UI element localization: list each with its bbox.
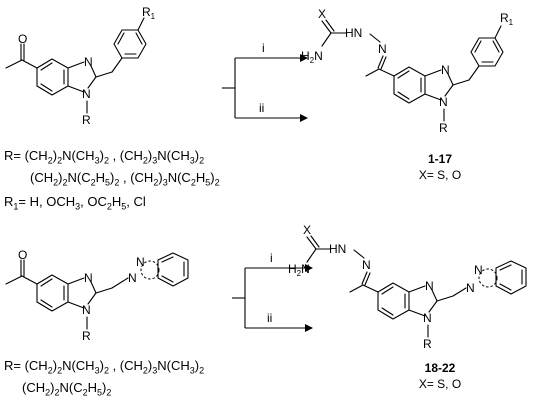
atom-n: N <box>82 87 91 101</box>
atom-o: O <box>18 248 27 262</box>
reagent-label-ii: ii <box>267 311 272 325</box>
reaction-arrows-2: i ii <box>232 251 313 332</box>
starting-material-2: O N N R N N <box>5 248 189 343</box>
atom-r: R <box>423 337 432 351</box>
reagent-label-ii: ii <box>259 101 264 115</box>
atom-n: N <box>84 271 93 285</box>
reagent-label-i: i <box>262 41 265 55</box>
r-substituents-line-2: (CH2)2N(C2H5)2 , (CH2)3N(C2H5)2 <box>30 170 220 188</box>
atom-hn: HN <box>329 242 346 256</box>
atom-x: X <box>318 7 326 21</box>
atom-n: N <box>82 303 91 317</box>
product-1: X H2N HN N N N R R1 <box>301 7 514 135</box>
atom-n: N <box>439 95 448 109</box>
r-substituents-line-1: R= (CH2)2N(CH3)2 , (CH2)3N(CH3)2 <box>4 148 205 166</box>
atom-n: N <box>362 258 371 272</box>
reagent-label-i: i <box>270 251 273 265</box>
product-2: X H2N HN N N N R N N <box>288 223 527 351</box>
atom-h2n: H2N <box>288 262 310 278</box>
r-substituents-line-4: (CH2)2N(C2H5)2 <box>22 380 112 398</box>
atom-n: N <box>378 42 387 56</box>
r-substituents-line-3: R= (CH2)2N(CH3)2 , (CH2)3N(CH3)2 <box>4 358 205 376</box>
atom-n: N <box>425 279 434 293</box>
atom-x: X <box>303 223 311 237</box>
atom-n: N <box>423 311 432 325</box>
atom-hn: HN <box>345 26 362 40</box>
atom-h2n: H2N <box>301 49 323 65</box>
atom-n: N <box>474 263 483 277</box>
atom-r: R <box>82 113 91 127</box>
atom-r: R <box>439 121 448 135</box>
atom-n: N <box>466 281 475 295</box>
compound-label-1-17: 1-17 <box>427 152 453 166</box>
x-values-2: X= S, O <box>418 377 462 391</box>
r1-substituents-line: R1= H, OCH3, OC2H5, Cl <box>4 194 146 212</box>
atom-n: N <box>84 55 93 69</box>
atom-r1: R1 <box>142 5 156 21</box>
x-values-1: X= S, O <box>418 168 462 182</box>
atom-r1: R1 <box>500 11 514 27</box>
atom-n: N <box>441 63 450 77</box>
starting-material-1: O N N R R1 <box>5 5 156 127</box>
atom-n: N <box>128 271 137 285</box>
atom-o: O <box>18 32 27 46</box>
atom-r: R <box>82 329 91 343</box>
reaction-arrows-1: i ii <box>222 41 308 122</box>
compound-label-18-22: 18-22 <box>424 361 456 375</box>
atom-n: N <box>136 255 145 269</box>
